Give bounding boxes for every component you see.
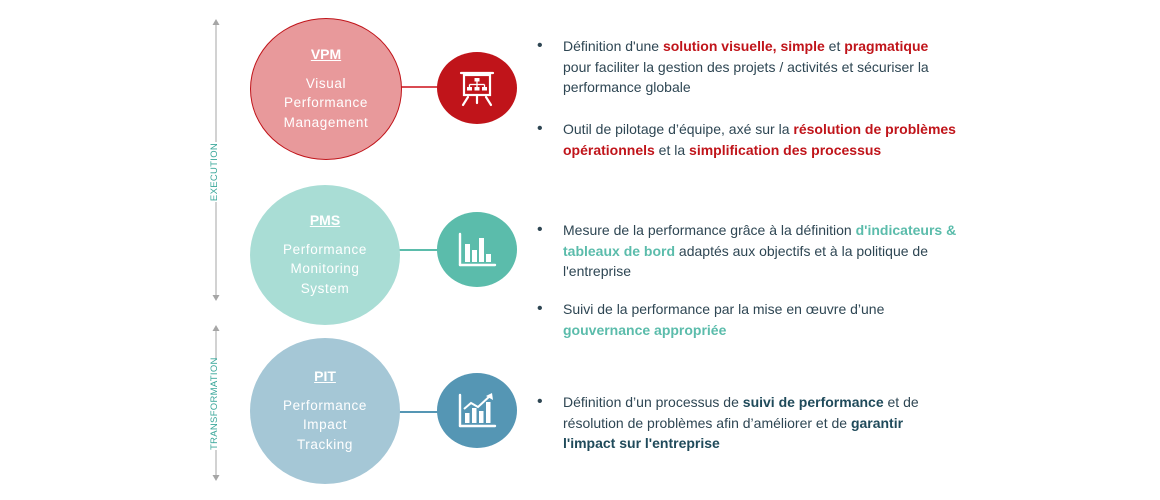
pit-icon-circle [437, 373, 517, 448]
vpm-circle: VPM Visual Performance Management [250, 18, 402, 160]
bullet-text: Outil de pilotage d’équipe, axé sur la r… [563, 119, 957, 160]
pit-line-3: Tracking [296, 436, 354, 452]
bullet-text-segment: Définition d'une [563, 38, 663, 54]
bullet-text-segment: pour faciliter la gestion des projets / … [563, 58, 929, 96]
growth-chart-icon [458, 392, 497, 427]
pms-line-3: System [300, 280, 350, 296]
vpm-line-2: Performance [284, 95, 368, 111]
bullet-text-segment: Suivi de la performance par la mise en œ… [563, 301, 885, 317]
vpm-connector [390, 86, 450, 88]
pms-icon-circle [437, 212, 517, 287]
vpm-abbr: VPM [310, 45, 342, 62]
presentation-board-icon [459, 71, 495, 107]
highlighted-text: d'indicateurs & tableaux de bord [563, 222, 957, 259]
vpm-bullet-2: •Outil de pilotage d’équipe, axé sur la … [537, 119, 957, 160]
bar-chart-icon [458, 232, 497, 266]
pms-bullet-1: •Mesure de la performance grâce à la déf… [537, 220, 957, 282]
pms-line-2: Monitoring [290, 261, 360, 277]
vpm-line-1: Visual [305, 75, 347, 91]
highlighted-text: pragmatique [844, 38, 929, 54]
vpm-line-3: Management [283, 114, 369, 130]
highlighted-text: résolution de problèmes opérationnels [563, 121, 956, 158]
highlighted-text: simplification des processus [689, 141, 882, 158]
pit-abbr: PIT [314, 367, 336, 384]
pms-bullet-2: •Suivi de la performance par la mise en … [537, 299, 957, 340]
vpm-icon-circle [437, 52, 517, 124]
transformation-label: TRANSFORMATION [209, 357, 223, 450]
bullet-text-segment: et [824, 38, 845, 54]
pit-line-1: Performance [283, 397, 367, 413]
execution-label: EXECUTION [209, 142, 223, 202]
bullet-text: Définition d’un processus de suivi de pe… [563, 392, 957, 454]
bullet-text-segment: et de résolution de problèmes afin d’amé… [563, 394, 919, 431]
vpm-bullet-1: •Définition d'une solution visuelle, sim… [537, 36, 957, 98]
pit-line-2: Impact [302, 417, 348, 433]
pit-circle: PIT Performance Impact Tracking [250, 338, 400, 484]
pit-bullet-1: •Définition d’un processus de suivi de p… [537, 392, 957, 454]
bullet-text-segment: et la [654, 141, 690, 158]
bullet-text-segment: adaptés aux objectifs et à la politique … [563, 242, 928, 280]
pms-connector [395, 249, 445, 251]
pit-connector [395, 411, 445, 413]
highlighted-text: suivi de performance [742, 394, 884, 410]
bullet-text: Suivi de la performance par la mise en œ… [563, 299, 957, 340]
bullet-text-segment: Outil de pilotage d’équipe, axé sur la [563, 121, 794, 137]
vertical-axis [212, 19, 220, 481]
bullet-text: Définition d'une solution visuelle, simp… [563, 36, 957, 98]
pms-abbr: PMS [309, 211, 341, 228]
pms-circle: PMS Performance Monitoring System [250, 185, 400, 325]
highlighted-text: solution visuelle, simple [662, 38, 825, 54]
highlighted-text: gouvernance appropriée [563, 321, 727, 338]
bullet-text-segment: Définition d’un processus de [563, 394, 743, 410]
bullet-text-segment: Mesure de la performance grâce à la défi… [563, 222, 856, 238]
highlighted-text: garantir l'impact sur l'entreprise [563, 414, 904, 452]
bullet-text: Mesure de la performance grâce à la défi… [563, 220, 957, 282]
pms-line-1: Performance [283, 241, 367, 257]
